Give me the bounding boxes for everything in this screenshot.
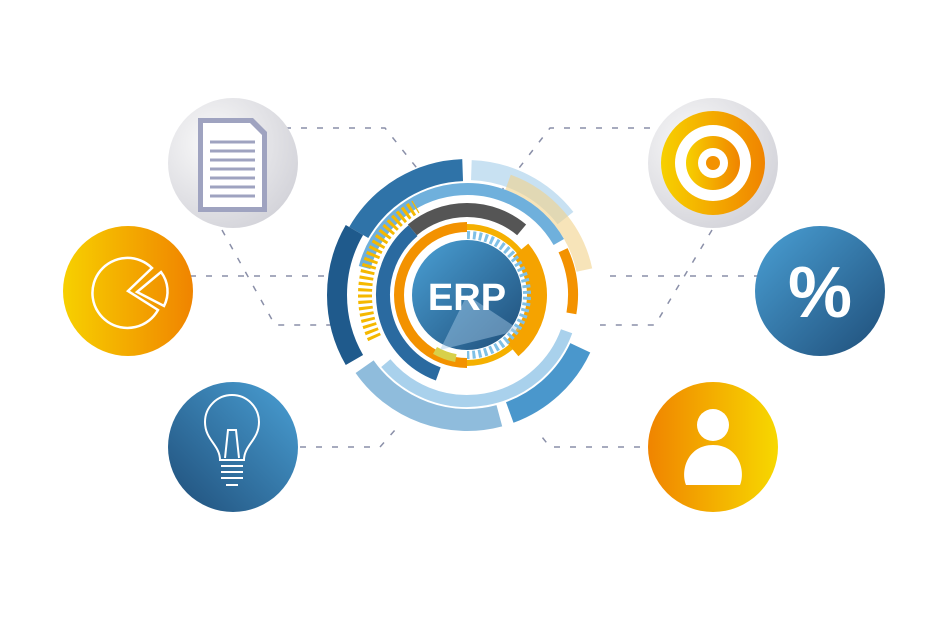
lightbulb-node[interactable] [168, 382, 298, 512]
ring-arc [407, 203, 527, 236]
ring-arc [358, 200, 420, 342]
erp-center: ERP [412, 240, 522, 350]
ring-arc [358, 183, 564, 270]
pie-chart-icon [91, 256, 169, 330]
lightbulb-icon [203, 394, 261, 486]
ring-arc [355, 360, 503, 431]
ring-arc [505, 174, 593, 272]
user-node[interactable] [648, 382, 778, 512]
erp-rings [327, 159, 593, 431]
document-node[interactable] [168, 98, 298, 228]
ring-arc [327, 225, 364, 365]
percent-icon: % [788, 253, 852, 333]
ring-arc [558, 248, 578, 315]
pie-chart-node[interactable] [63, 226, 193, 356]
connector-lines [190, 127, 760, 448]
ring-arc [349, 159, 464, 239]
target-node[interactable] [648, 98, 778, 228]
ring-arc [505, 243, 547, 357]
target-icon [661, 111, 765, 215]
ring-arc [505, 342, 591, 423]
document-icon [198, 118, 267, 212]
ring-arc [381, 329, 573, 407]
user-icon [684, 409, 742, 485]
ring-arc [433, 346, 457, 362]
ring-arc [376, 225, 441, 381]
erp-label: ERP [428, 277, 506, 319]
percent-node[interactable]: % [755, 226, 885, 356]
